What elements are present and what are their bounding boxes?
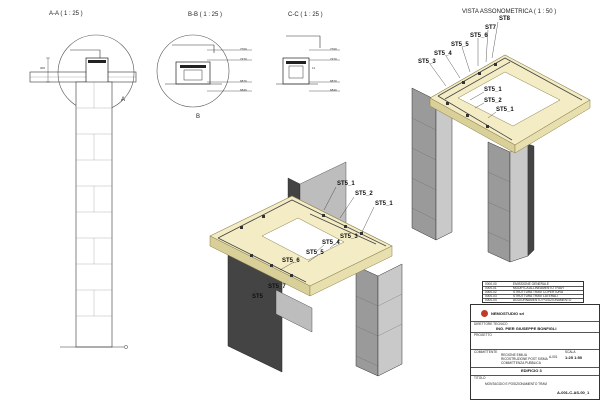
bottom-tag-st5-4: ST5_4 — [322, 240, 340, 246]
bottom-tag-st5: ST5 — [252, 294, 264, 300]
top-tag-st7: ST7 — [485, 25, 497, 31]
revision-code: 0000-00 — [485, 282, 497, 286]
bottom-tag-st5-1b: ST5_1 — [375, 201, 393, 207]
revision-desc: AGGIORNAMENTO POSIZIONAMENTO — [513, 297, 572, 302]
revision-code: 0000-01 — [485, 286, 497, 290]
elev-cc-3: 6870 — [330, 79, 337, 83]
building-name: EDIFICIO 3 — [521, 368, 542, 373]
client-line-1: REGIONE EMILIA — [501, 353, 528, 357]
bottom-tag-st5-3: ST5_3 — [340, 234, 358, 240]
project-label: PROGETTO — [474, 333, 492, 337]
elev-cc-1: 7700 — [330, 47, 337, 51]
section-cc-dim: 11 — [312, 66, 316, 70]
drawing-number: A-001-C-AS-00_1 — [557, 390, 590, 395]
elev-bb-4: 6840 — [240, 88, 247, 92]
axonometric-title: VISTA ASSONOMETRICA ( 1 : 50 ) — [462, 9, 557, 15]
title-block: NEMOSTUDIO srl DIRETTORE TECNICO ING. PI… — [470, 304, 600, 400]
top-tag-st8: ST8 — [499, 16, 511, 22]
top-tag-st5-1b: ST5_1 — [496, 107, 514, 113]
company-name: NEMOSTUDIO srl — [491, 311, 525, 316]
sheet-code: A-001 — [549, 355, 558, 359]
revision-code: 0000-04 — [485, 297, 497, 302]
company-logo-icon — [481, 310, 488, 317]
client-label: COMMITTENTE — [474, 350, 498, 354]
top-tag-st5-4: ST5_4 — [434, 51, 452, 57]
designer-label: DIRETTORE TECNICO — [474, 322, 508, 326]
bottom-tag-st5-2: ST5_2 — [355, 191, 373, 197]
bottom-tag-st5-5: ST5_5 — [306, 250, 324, 256]
revision-desc: MODIFICA ALLINEAMENTO TRAVI — [513, 286, 564, 290]
section-cc-title: C-C ( 1 : 25 ) — [288, 12, 323, 18]
section-bb-title: B-B ( 1 : 25 ) — [188, 12, 223, 18]
section-aa-dim: 300 — [40, 66, 46, 70]
elev-bb-3: 6870 — [240, 79, 247, 83]
top-tag-st5-2: ST5_2 — [484, 98, 502, 104]
section-mark-a: A — [121, 97, 126, 103]
revision-desc: EMISSIONE GENERALE — [513, 282, 549, 286]
scale-label: SCALA — [565, 350, 576, 354]
bottom-tag-st5-1a: ST5_1 — [337, 181, 355, 187]
client-line-2: RICOSTRUZIONE POST SISMA — [501, 357, 548, 361]
scale-value: 1:25 1:50 — [565, 355, 583, 360]
title-label: TITOLO — [474, 376, 486, 380]
elev-cc-2: 7370 — [330, 57, 337, 61]
top-tag-st5-1a: ST5_1 — [484, 87, 502, 93]
drawing-title: MONTAGGIO E POSIZIONAMENTO TRAVI — [485, 382, 548, 386]
section-aa-title: A-A ( 1 : 25 ) — [49, 11, 83, 17]
client-line-3: COMMITTENZA PUBBLICA — [501, 361, 541, 365]
revision-code: 0000-02 — [485, 290, 497, 294]
revision-table: 0000-00 EMISSIONE GENERALE 0000-01 MODIF… — [482, 281, 584, 303]
top-tag-st5-3: ST5_3 — [418, 59, 436, 65]
elev-cc-4: 6840 — [330, 88, 337, 92]
top-tag-st5-6: ST5_6 — [470, 33, 488, 39]
bottom-tag-st5-7: ST5_7 — [268, 284, 286, 290]
designer-name: ING. PIER GIUSEPPE BONFIGLI — [496, 326, 557, 331]
revision-desc: STRUTTURA TRAVI COPERTURA — [513, 290, 563, 294]
revision-desc: STRUTTURA TRAVI LATERALI — [513, 294, 558, 298]
bottom-tag-st5-6: ST5_6 — [282, 258, 300, 264]
top-tag-st5-5: ST5_5 — [451, 42, 469, 48]
revision-code: 0000-03 — [485, 294, 497, 298]
elev-bb-2: 7370 — [240, 57, 247, 61]
section-mark-b: B — [196, 114, 201, 120]
elev-bb-1: 7700 — [240, 47, 247, 51]
